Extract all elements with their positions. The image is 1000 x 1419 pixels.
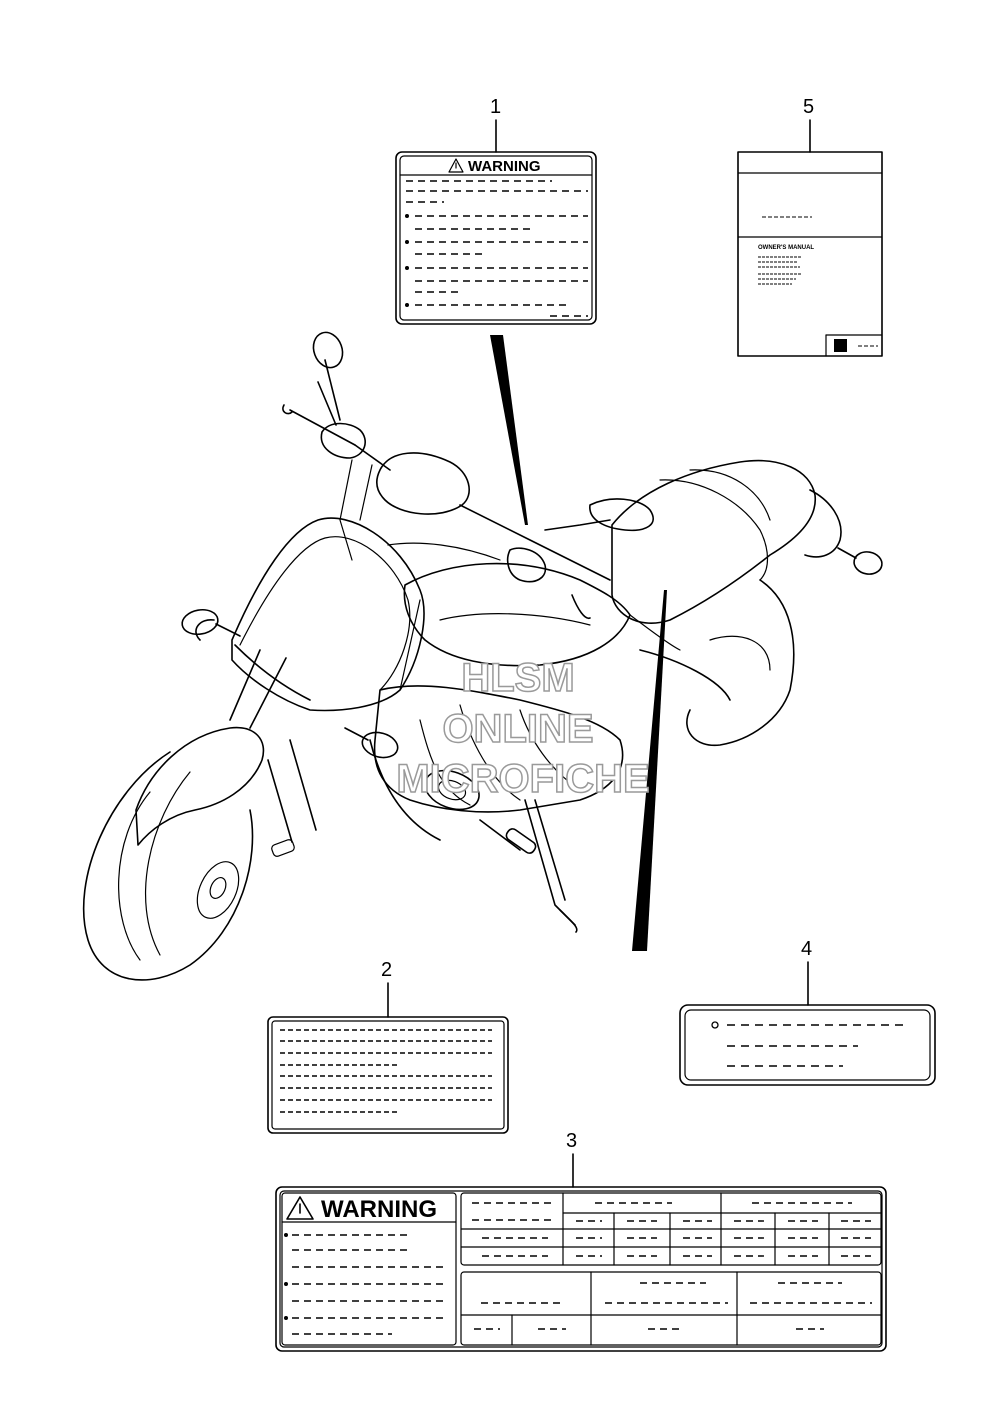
callout-3[interactable]: 3 xyxy=(566,1130,577,1152)
watermark: HLSM ONLINE MICROFICHE xyxy=(396,655,651,802)
label-1-warning[interactable]: WARNING xyxy=(395,151,597,325)
label-4[interactable] xyxy=(679,1004,936,1086)
motorcycle-illustration xyxy=(82,331,883,981)
watermark-line-1: HLSM xyxy=(461,656,574,700)
callout-5[interactable]: 5 xyxy=(803,96,814,118)
item-5-owners-manual[interactable]: OWNER'S MANUAL xyxy=(737,151,883,357)
brand-logo-icon xyxy=(834,339,847,352)
label-1-warning-text: WARNING xyxy=(468,158,541,175)
callout-1[interactable]: 1 xyxy=(490,96,501,118)
watermark-line-2: ONLINE xyxy=(442,707,593,751)
pointer-label-1 xyxy=(490,335,528,525)
callout-2[interactable]: 2 xyxy=(381,959,392,981)
warning-triangle-icon xyxy=(448,158,464,173)
callout-4[interactable]: 4 xyxy=(801,938,812,960)
manual-title: OWNER'S MANUAL xyxy=(758,245,814,251)
warning-triangle-icon xyxy=(286,1196,314,1220)
label-3-warning-table[interactable]: WARNING xyxy=(275,1186,887,1352)
label-2[interactable] xyxy=(267,1016,509,1134)
label-3-warning-text: WARNING xyxy=(321,1196,437,1223)
pointer-label-2 xyxy=(632,590,667,951)
watermark-line-3: MICROFICHE xyxy=(396,757,649,801)
